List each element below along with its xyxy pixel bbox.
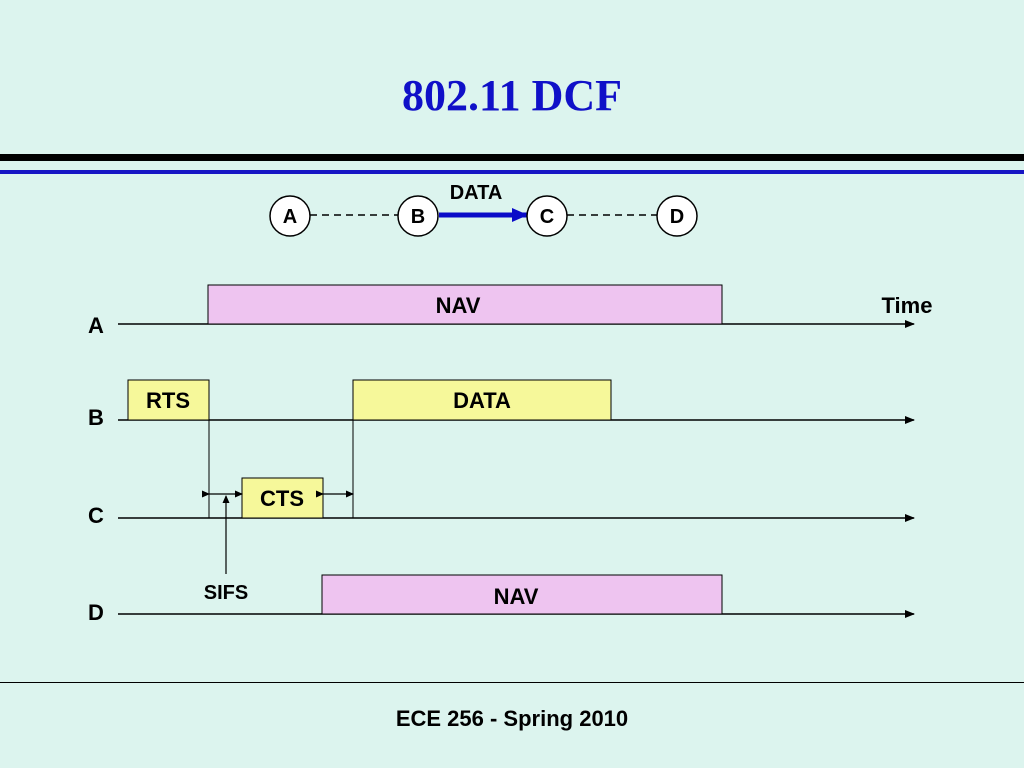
- data-box: [352, 379, 612, 421]
- data-arrow-label: DATA: [450, 182, 503, 204]
- time-axis-label: Time: [882, 293, 933, 318]
- node-c-label: C: [540, 206, 554, 228]
- node-d-label: D: [670, 206, 684, 228]
- rts-box: [127, 379, 210, 421]
- timeline: A B C D Time NAV RTS DATA CTS NAV SIFS: [88, 284, 933, 625]
- node-a-label: A: [283, 206, 297, 228]
- sifs-label: SIFS: [204, 582, 248, 604]
- nav-a-box: [207, 284, 723, 325]
- data-label: DATA: [453, 388, 511, 413]
- row-label-c: C: [88, 503, 104, 528]
- topology: DATA A B C D: [269, 182, 698, 237]
- row-label-d: D: [88, 600, 104, 625]
- row-label-b: B: [88, 405, 104, 430]
- cts-label: CTS: [260, 486, 304, 511]
- slide-title: 802.11 DCF: [402, 71, 622, 120]
- nav-a-label: NAV: [436, 293, 481, 318]
- rts-label: RTS: [146, 388, 190, 413]
- node-c: C: [526, 195, 568, 237]
- nav-d-label: NAV: [494, 584, 539, 609]
- node-d: D: [656, 195, 698, 237]
- node-b: B: [397, 195, 439, 237]
- nav-d-box: [321, 574, 723, 615]
- node-b-label: B: [411, 206, 425, 228]
- title-rule-black: [0, 154, 1024, 161]
- row-label-a: A: [88, 313, 104, 338]
- title-rule-blue: [0, 170, 1024, 174]
- footer-text: ECE 256 - Spring 2010: [395, 706, 629, 731]
- node-a: A: [269, 195, 311, 237]
- footer-rule: [0, 682, 1024, 683]
- cts-box: [241, 477, 324, 519]
